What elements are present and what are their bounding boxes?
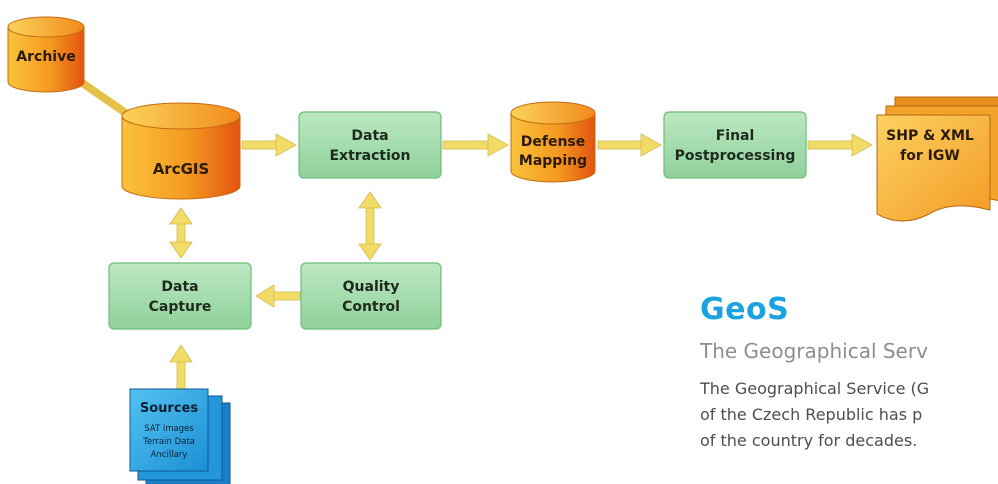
- arrow-arcgis-to-extraction: [241, 133, 297, 157]
- article-subtitle: The Geographical Serv: [700, 339, 928, 363]
- final-postprocessing-box: Final Postprocessing: [663, 111, 807, 179]
- quality-control-label-line2: Control: [342, 299, 400, 315]
- data-capture-box: Data Capture: [108, 262, 252, 330]
- archive-database: Archive: [7, 16, 85, 93]
- arrow-sources-to-capture: [169, 344, 193, 391]
- article-body-line-1: The Geographical Service (G: [700, 379, 930, 398]
- shp-xml-label-line2: for IGW: [900, 148, 960, 164]
- archive-arcgis-connector: [74, 76, 134, 120]
- defense-mapping-label-line1: Defense: [521, 134, 586, 150]
- defense-mapping-database: Defense Mapping: [510, 101, 596, 183]
- quality-control-label-line1: Quality: [343, 279, 400, 295]
- defense-mapping-label-line2: Mapping: [519, 153, 587, 169]
- sources-line-sat: SAT images: [144, 424, 194, 434]
- article-body: The Geographical Service (G of the Czech…: [700, 376, 998, 454]
- arrow-extraction-to-defense: [442, 133, 509, 157]
- sources-line-ancillary: Ancillary: [151, 450, 188, 460]
- final-postprocessing-label-line2: Postprocessing: [675, 148, 796, 164]
- arrow-quality-to-capture: [255, 284, 301, 308]
- arrow-defense-to-final: [597, 133, 662, 157]
- data-extraction-label-line1: Data: [351, 128, 388, 144]
- sources-title: Sources: [140, 401, 198, 416]
- sources-line-terrain: Terrain Data: [142, 437, 195, 447]
- article-body-line-3: of the country for decades.: [700, 431, 918, 450]
- data-capture-label-line1: Data: [161, 279, 198, 295]
- sources-stack: Sources SAT images Terrain Data Ancillar…: [129, 388, 231, 484]
- shp-xml-label-line1: SHP & XML: [886, 128, 974, 144]
- final-postprocessing-label-line1: Final: [716, 128, 755, 144]
- quality-control-box: Quality Control: [300, 262, 442, 330]
- arrow-final-to-shp: [807, 133, 873, 157]
- arcgis-database: ArcGIS: [121, 102, 241, 200]
- arrow-arcgis-capture: [169, 207, 193, 259]
- article-text: GeoS The Geographical Serv The Geographi…: [700, 290, 998, 454]
- shp-xml-document: SHP & XML for IGW: [876, 96, 998, 222]
- article-title: GeoS: [700, 292, 790, 327]
- data-extraction-box: Data Extraction: [298, 111, 442, 179]
- arcgis-label: ArcGIS: [153, 160, 210, 178]
- article-body-line-2: of the Czech Republic has p: [700, 405, 923, 424]
- archive-label: Archive: [16, 49, 75, 65]
- data-capture-label-line2: Capture: [149, 299, 212, 315]
- arrow-extraction-quality: [358, 191, 382, 261]
- data-extraction-label-line2: Extraction: [329, 148, 410, 164]
